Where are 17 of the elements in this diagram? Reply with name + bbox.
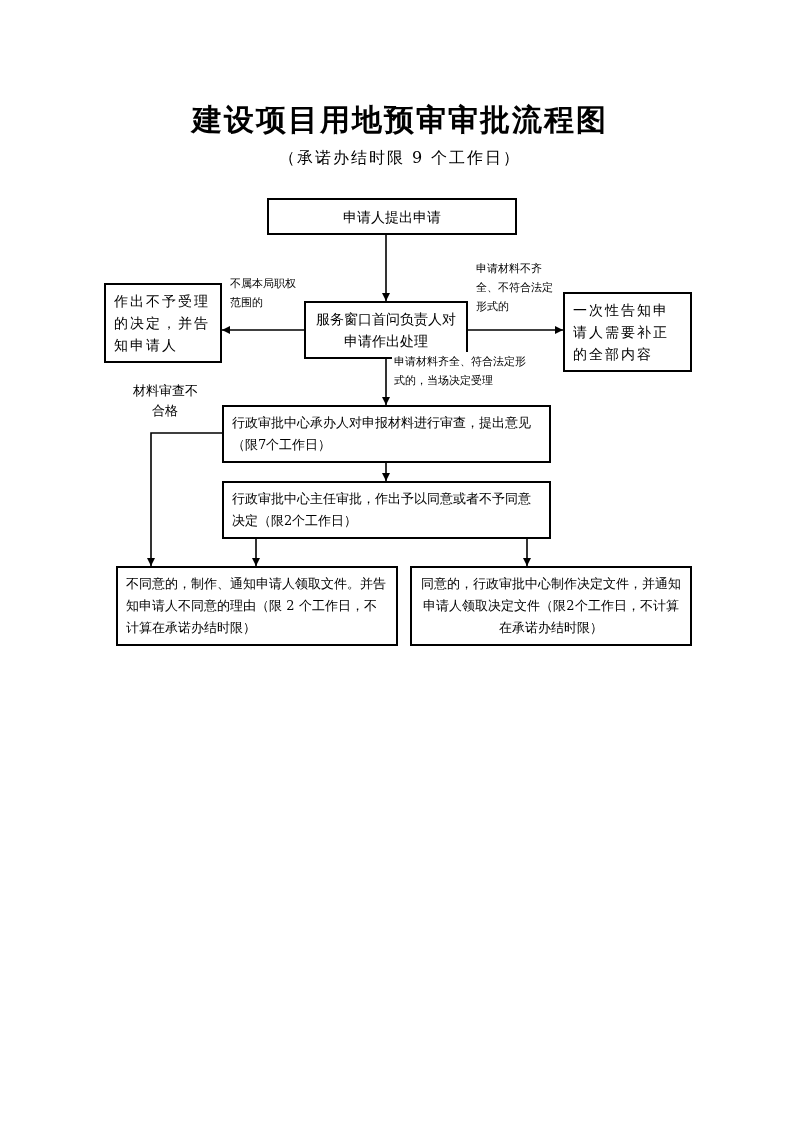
arrow [221,326,305,334]
arrow [147,432,223,567]
title: 建设项目用地预审审批流程图 [189,101,609,139]
process-box: 申请人提出申请 [267,198,517,235]
arrow [523,538,531,567]
arrow [252,538,260,567]
process-box: 作出不予受理的决定，并告知申请人 [104,283,222,363]
process-box: 同意的，行政审批中心制作决定文件，并通知申请人领取决定文件（限2个工作日，不计算在承诺办结时限） [410,566,692,646]
process-box: 一次性告知申请人需要补正的全部内容 [563,292,692,372]
arrow [382,234,390,302]
subtitle: （承诺办结时限 9 个工作日） [277,148,523,169]
process-box: 不同意的，制作、通知申请人领取文件。并告知申请人不同意的理由（限 2 个工作日，不计算在承诺办结时限） [116,566,398,646]
arrow [382,358,390,406]
process-box: 行政审批中心承办人对申报材料进行审查，提出意见（限7个工作日） [222,405,551,463]
process-box: 行政审批中心主任审批，作出予以同意或者不予同意决定（限2个工作日） [222,481,551,539]
arrow [382,462,390,482]
arrow [467,326,564,334]
